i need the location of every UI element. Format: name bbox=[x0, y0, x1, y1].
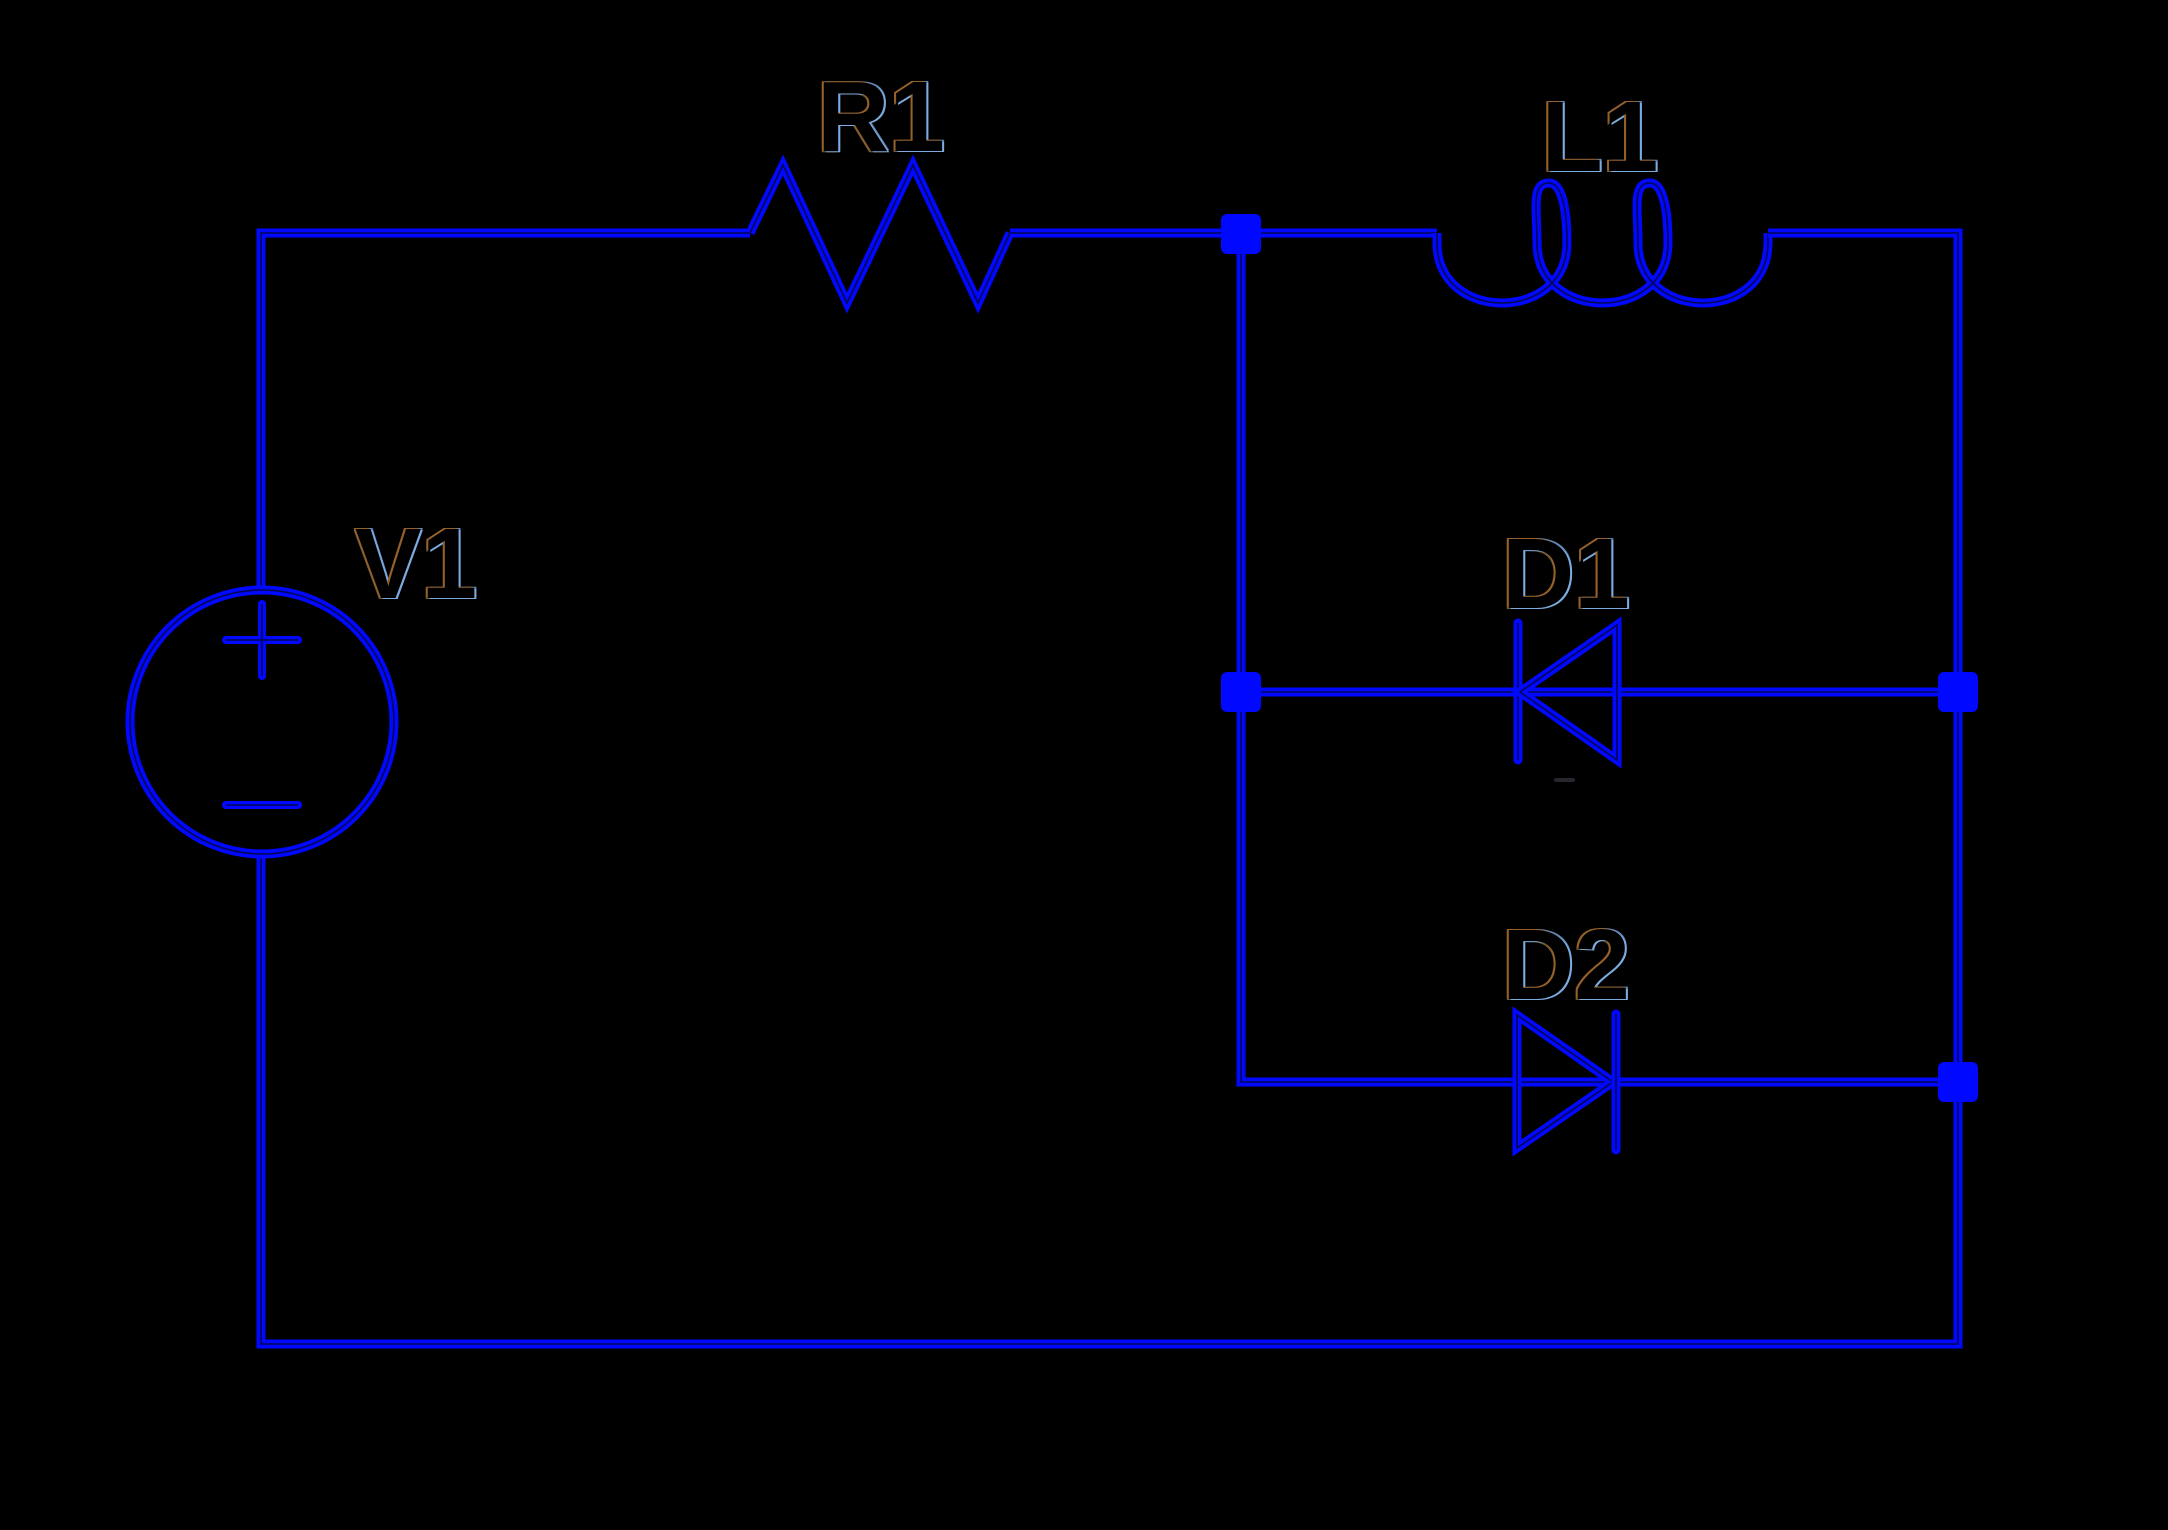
wire-left-top bbox=[261, 233, 750, 589]
diode-d2-label: D2 bbox=[1502, 909, 1630, 1021]
inductor-symbol bbox=[1437, 183, 1768, 303]
junction-node-d1-left bbox=[1221, 672, 1261, 712]
junction-node-d2-right bbox=[1938, 1062, 1978, 1102]
voltage-source-symbol bbox=[130, 590, 394, 854]
resistor-symbol bbox=[750, 165, 1010, 303]
junction-node-top bbox=[1221, 214, 1261, 254]
resistor-label: R1 bbox=[817, 61, 945, 173]
inductor-label: L1 bbox=[1541, 81, 1659, 193]
voltage-source-label: V1 bbox=[354, 508, 478, 620]
plus-icon bbox=[226, 604, 298, 676]
wire-right-and-bottom bbox=[261, 233, 1958, 1344]
junction-node-d1-right bbox=[1938, 672, 1978, 712]
junction-nodes bbox=[1221, 214, 1978, 1102]
diode-d1-label: D1 bbox=[1502, 518, 1630, 630]
